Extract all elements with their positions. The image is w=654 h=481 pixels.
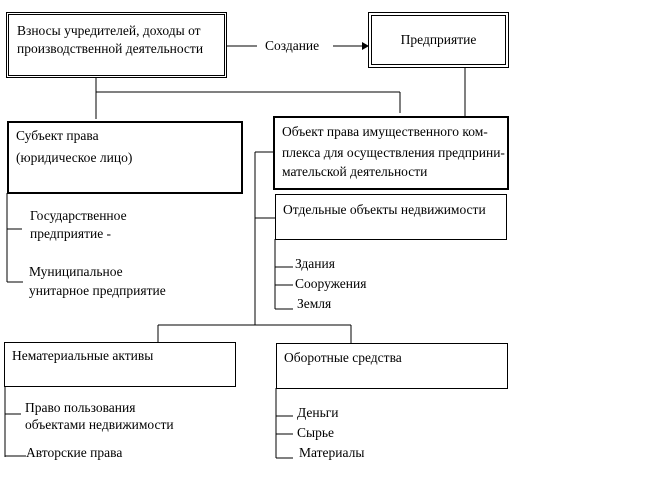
intangible-box: Нематериальные активы [4,342,236,387]
subject-item-1-line2: предприятие - [30,226,112,241]
object-line1: Объект права имущественного ком- [282,124,488,139]
current-assets-box: Оборотные средства [276,343,508,389]
creation-label: Создание [265,38,320,53]
current-assets-item: Деньги [297,405,339,420]
subject-item-1-line1: Государственное [30,208,127,223]
intangible-item-1-line2: объектами недвижимости [25,417,174,432]
sources-line1: Взносы учредителей, доходы от [17,23,201,38]
current-assets-title: Оборотные средства [284,350,402,365]
subject-box: Субъект права (юридическое лицо) [7,121,243,194]
current-assets-item: Сырье [297,425,334,440]
real-estate-title: Отдельные объекты недвижимости [283,202,486,217]
sources-box: Взносы учредителей, доходы от производст… [6,12,227,78]
intangible-item-2: Авторские права [26,445,123,460]
intangible-title: Нематериальные активы [12,348,154,363]
enterprise-label: Предприятие [400,32,477,47]
sources-line2: производственной деятельности [17,41,204,56]
intangible-item-1-line1: Право пользования [25,400,136,415]
real-estate-item: Здания [295,256,335,271]
subject-item-2-line1: Муниципальное [29,264,123,279]
current-assets-item: Материалы [299,445,365,460]
subject-item-2-line2: унитарное предприятие [29,283,166,298]
subject-line2: (юридическое лицо) [16,150,133,165]
object-line3: мательской деятельности [282,164,428,179]
object-line2: плекса для осуществления предприни- [282,145,505,160]
real-estate-item: Сооружения [295,276,367,291]
real-estate-box: Отдельные объекты недвижимости [275,194,507,240]
subject-line1: Субъект права [16,128,99,143]
real-estate-item: Земля [297,296,332,311]
arrow-head-icon [362,42,369,50]
enterprise-box: Предприятие [368,12,509,68]
object-box: Объект права имущественного ком- плекса … [273,116,509,190]
